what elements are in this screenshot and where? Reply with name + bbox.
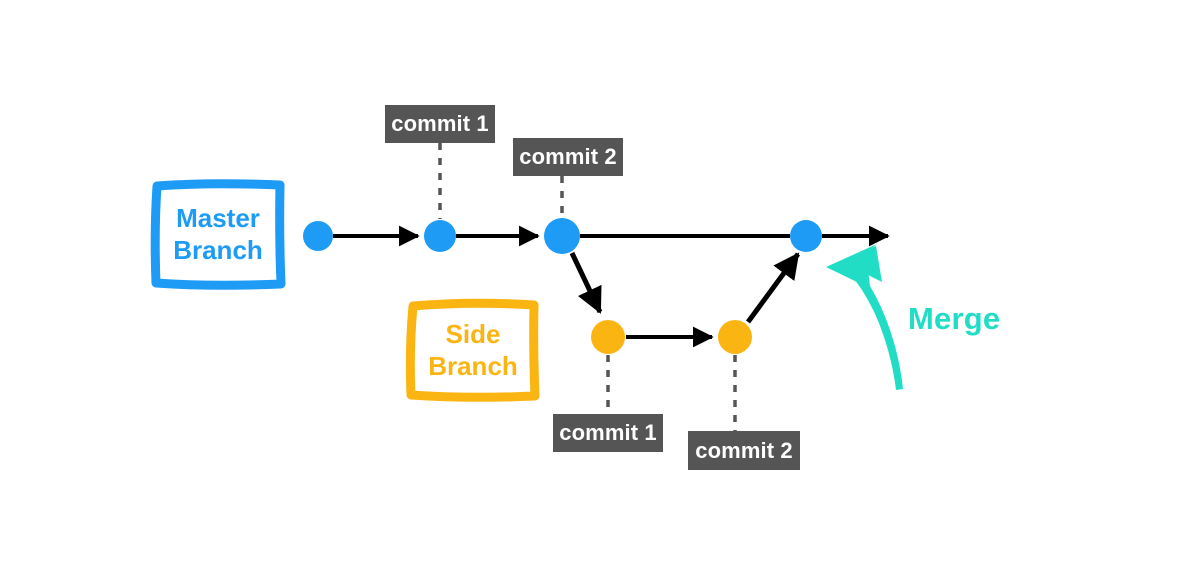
side-node-1[interactable] (591, 320, 625, 354)
master-node-1[interactable] (424, 220, 456, 252)
commit-label-master-1[interactable]: commit 1 (385, 105, 495, 143)
master-branch-label-line1: Master (176, 202, 260, 233)
merge-back-edge (745, 252, 801, 324)
branch-off-edge (569, 251, 603, 314)
commit-label-side-1[interactable]: commit 1 (553, 414, 663, 452)
merge-arrow-icon (826, 244, 903, 390)
commit-label-master-2[interactable]: commit 2 (513, 138, 623, 176)
label-connectors (438, 143, 737, 431)
master-branch-box[interactable]: Master Branch (155, 183, 281, 286)
side-box-outline (405, 298, 540, 402)
master-node-0[interactable] (303, 221, 333, 251)
side-branch-box[interactable]: Side Branch (410, 303, 536, 399)
side-branch-label-line2: Branch (428, 351, 518, 381)
master-branch-label-line2: Branch (173, 234, 263, 265)
master-box-outline (150, 179, 286, 290)
master-node-2[interactable] (544, 218, 580, 254)
side-branch-lines (569, 251, 801, 348)
merge-arrow-head (826, 244, 877, 283)
master-branch-sketch-border (150, 179, 286, 290)
master-node-3[interactable] (790, 220, 822, 252)
side-branch-label-line1: Side (445, 319, 501, 350)
merge-arrow-head-fill (855, 252, 870, 287)
side-node-2[interactable] (718, 320, 752, 354)
commit-label-side-2[interactable]: commit 2 (688, 431, 800, 470)
merge-annotation-label: Merge (908, 301, 1001, 336)
commit-nodes (303, 218, 822, 354)
side-branch-sketch-border (405, 298, 540, 402)
